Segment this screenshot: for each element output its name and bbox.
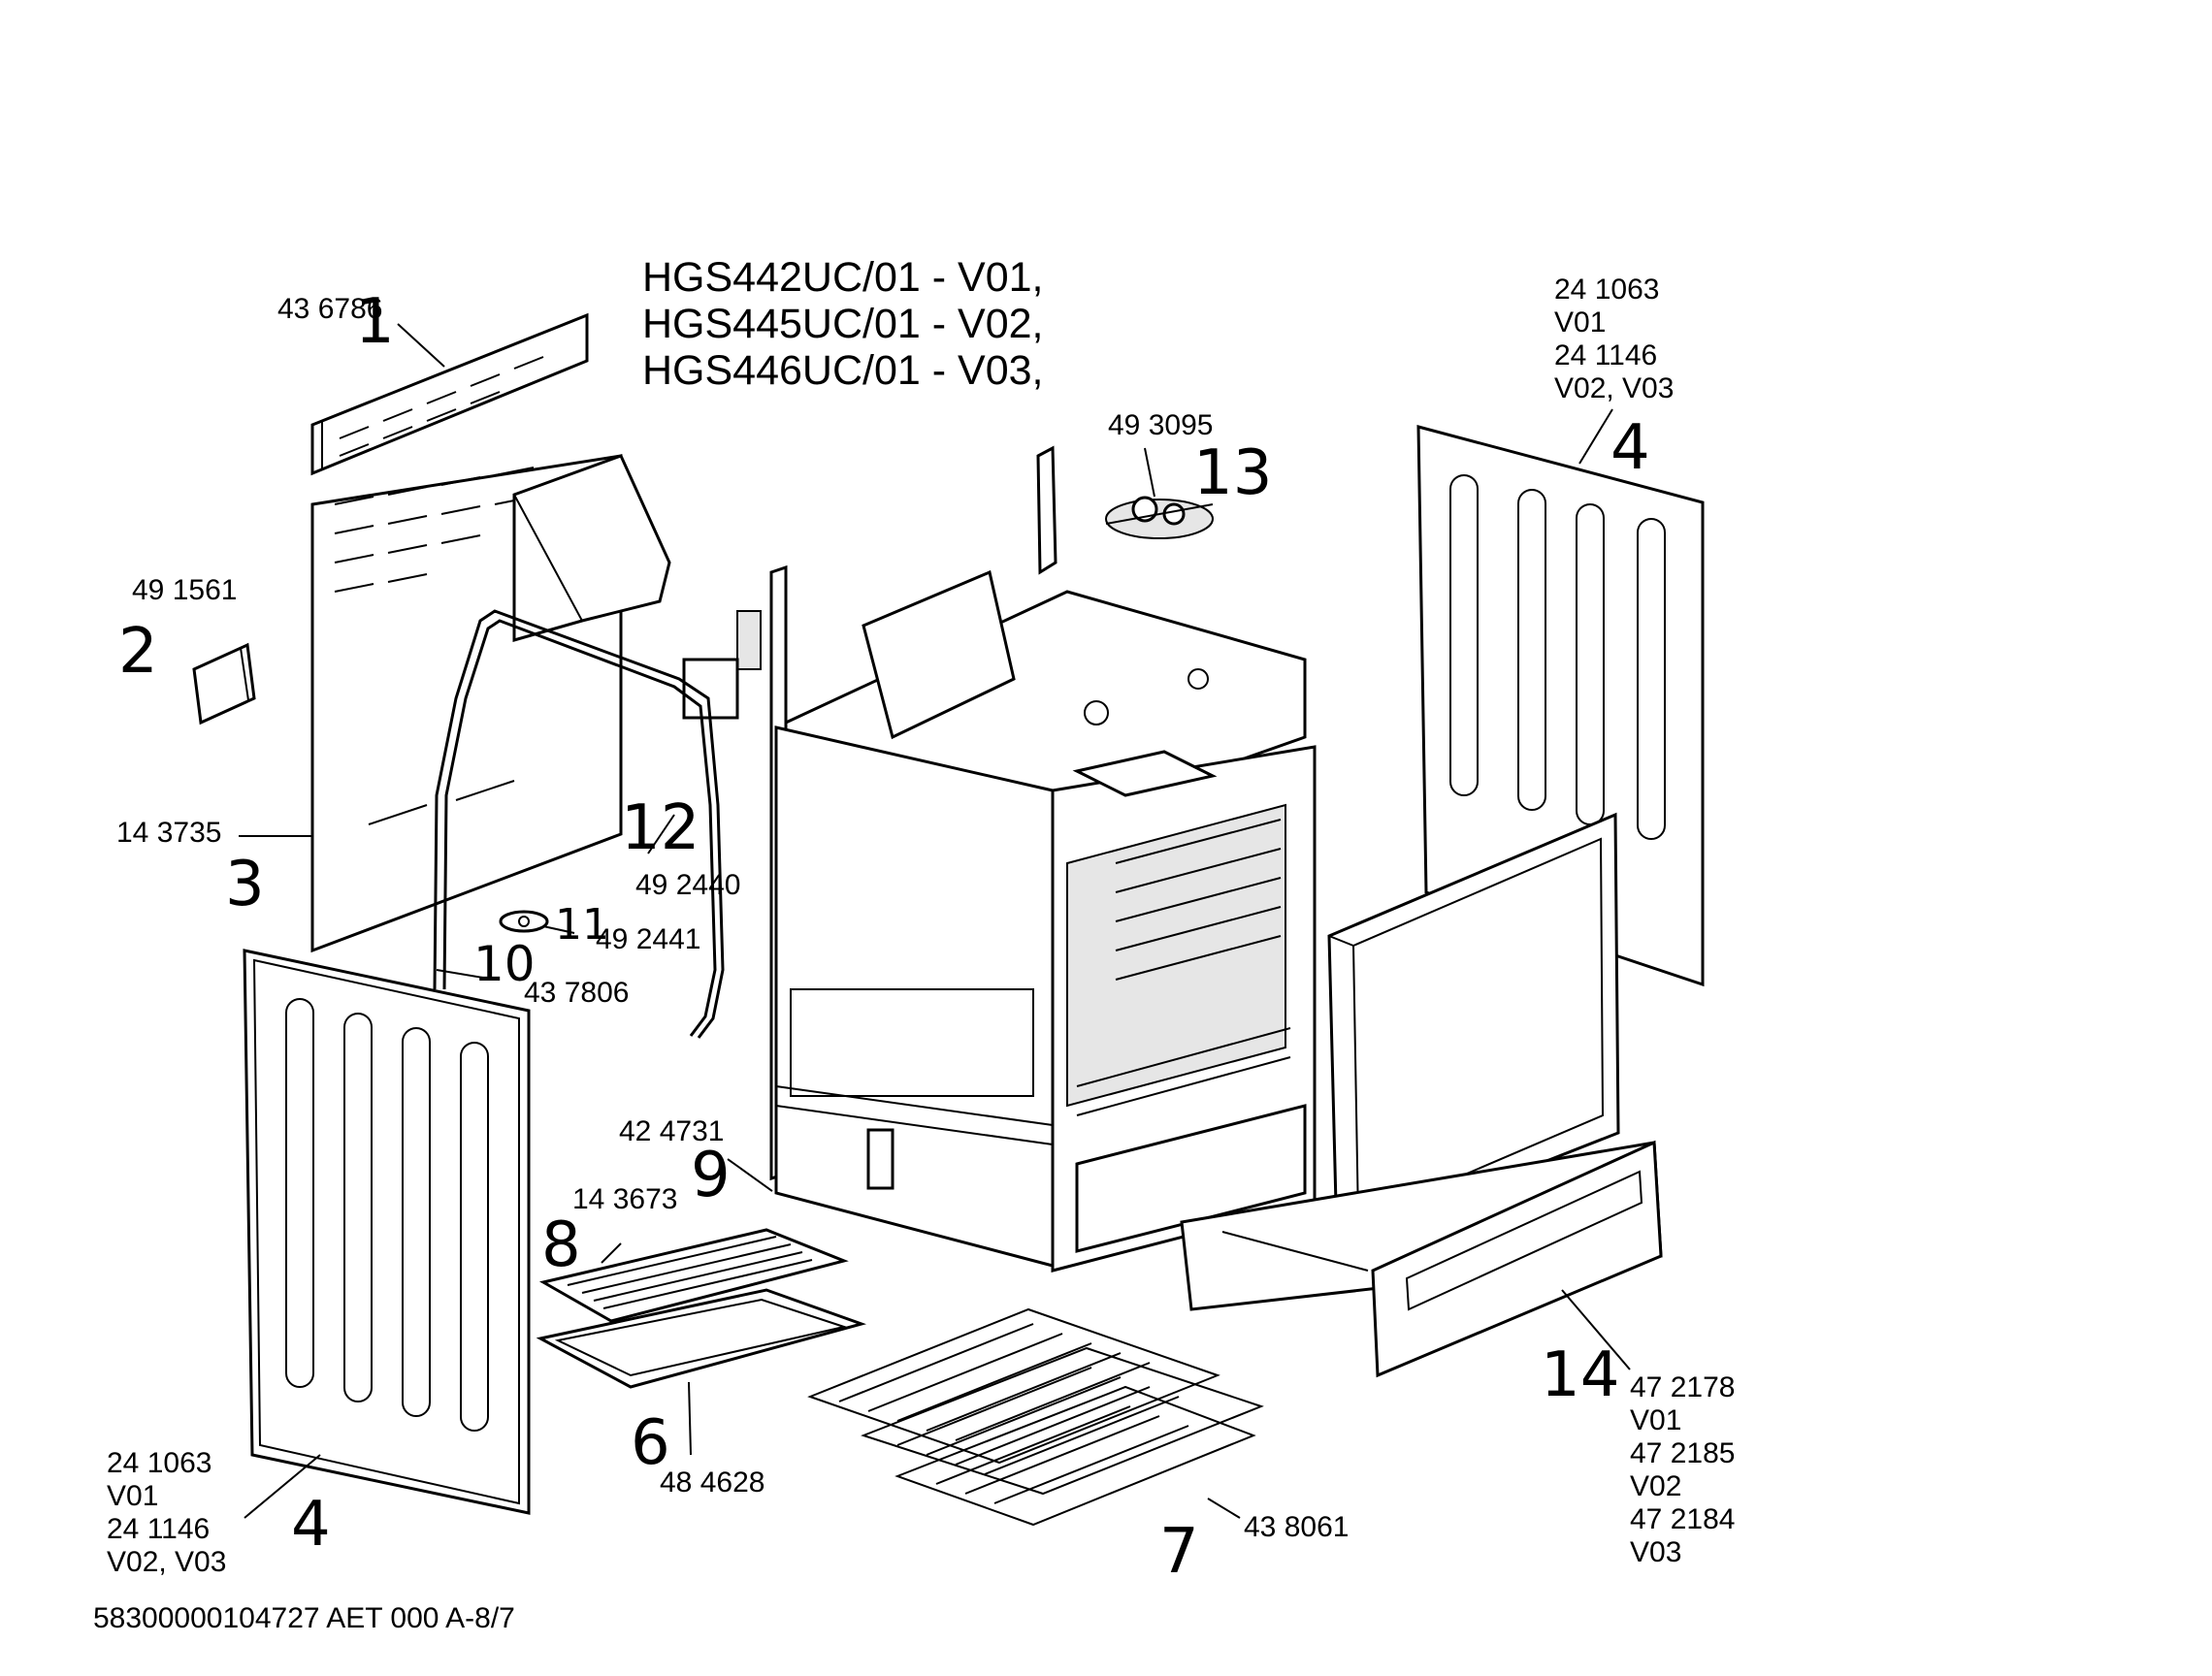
oven-door (1327, 812, 1620, 1246)
part-13-code: 49 3095 (1108, 409, 1214, 441)
part-3-code: 14 3735 (116, 817, 222, 849)
leader-line-14 (1561, 1289, 1631, 1370)
model-line-3: HGS446UC/01 - V03, (642, 347, 1044, 394)
leader-line-10 (436, 969, 496, 981)
model-line-2: HGS445UC/01 - V02, (642, 301, 1044, 347)
part-8-code: 14 3673 (572, 1183, 678, 1215)
leader-line-4-left (244, 1454, 321, 1519)
part-9-code: 42 4731 (619, 1115, 725, 1147)
part-14-number: 14 (1541, 1339, 1620, 1411)
part-4-left-number: 4 (291, 1489, 331, 1561)
oven-body (769, 445, 1317, 1273)
part-11-number: 11 (555, 900, 609, 950)
part-14-code-2: 47 2185 (1630, 1437, 1736, 1469)
leader-line-9 (727, 1158, 773, 1192)
leader-line-1 (397, 323, 445, 368)
part-4-right-variant-2: V02, V03 (1554, 372, 1675, 404)
part-2-number: 2 (118, 616, 158, 688)
part-6-code: 48 4628 (660, 1466, 765, 1499)
part-2-code: 49 1561 (132, 574, 238, 606)
part-14-drawer (1180, 1140, 1663, 1378)
part-4-left-variant-2: V02, V03 (107, 1546, 227, 1578)
part-2-bracket (192, 642, 256, 725)
part-4-left-side-panel (243, 949, 531, 1515)
part-1-code: 43 6786 (277, 293, 383, 325)
part-3-back-panel (310, 454, 762, 953)
part-6-number: 6 (631, 1407, 670, 1479)
part-14-code-3: 47 2184 (1630, 1503, 1736, 1535)
part-4-right-code-2: 24 1146 (1554, 339, 1658, 371)
part-11-bracket (499, 910, 549, 933)
part-4-left-code-1: 24 1063 (107, 1447, 212, 1479)
part-14-variant-1: V01 (1630, 1404, 1682, 1436)
leader-line-8 (601, 1242, 622, 1264)
part-4-left-code-2: 24 1146 (107, 1513, 211, 1545)
part-6-broil-pan (536, 1288, 866, 1389)
part-11-code: 49 2441 (596, 923, 701, 955)
part-3-number: 3 (225, 849, 265, 920)
part-14-variant-2: V02 (1630, 1470, 1682, 1502)
part-4-right-code-1: 24 1063 (1554, 274, 1660, 306)
leader-line-7 (1207, 1498, 1241, 1519)
part-14-code-1: 47 2178 (1630, 1371, 1736, 1403)
part-7-code: 43 8061 (1244, 1511, 1350, 1543)
part-14-variant-3: V03 (1630, 1536, 1682, 1568)
part-13-valve (1105, 496, 1214, 539)
part-4-left-variant-1: V01 (107, 1480, 159, 1512)
part-10-number: 10 (473, 936, 536, 992)
leader-line-13 (1144, 447, 1155, 498)
part-12-code: 49 2440 (635, 869, 741, 901)
leader-line-6 (688, 1381, 692, 1456)
model-line-1: HGS442UC/01 - V01, (642, 254, 1044, 301)
part-12-number: 12 (621, 792, 700, 864)
part-10-code: 43 7806 (524, 977, 630, 1009)
part-7-number: 7 (1159, 1516, 1199, 1588)
part-1-number: 1 (355, 286, 395, 358)
part-8-broil-rack (538, 1228, 849, 1323)
part-8-number: 8 (541, 1209, 581, 1281)
part-4-right-variant-1: V01 (1554, 306, 1607, 338)
part-7-oven-racks (807, 1307, 1264, 1527)
part-4-right-number: 4 (1610, 412, 1650, 484)
document-code: 58300000104727 AET 000 A-8/7 (93, 1602, 515, 1634)
part-13-number: 13 (1193, 437, 1273, 509)
leader-line-12 (647, 814, 675, 854)
part-1-top-panel (310, 312, 589, 476)
part-9-number: 9 (691, 1140, 731, 1211)
part-12-gas-tube (433, 609, 725, 1039)
leader-line-4-right (1578, 408, 1613, 465)
leader-line-11 (542, 925, 575, 934)
